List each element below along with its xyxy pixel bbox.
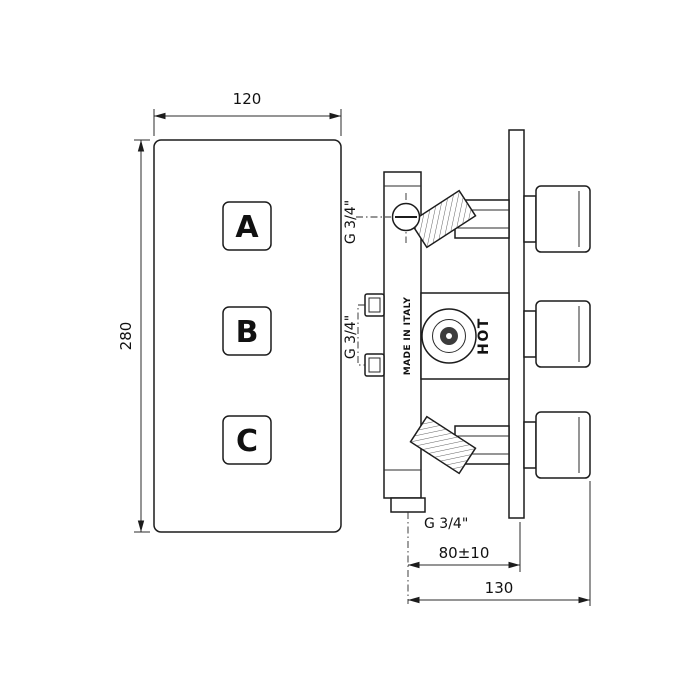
height-dim-label: 280 bbox=[117, 322, 135, 351]
overall-depth-dim-label: 130 bbox=[485, 579, 514, 597]
thread-label-middle: G 3/4" bbox=[343, 315, 359, 359]
dimension-depth-adjust: 80±10 bbox=[407, 512, 521, 604]
made-in-italy-label: MADE IN ITALY bbox=[403, 297, 413, 376]
button-c bbox=[222, 415, 272, 465]
button-b-label: B bbox=[236, 315, 259, 350]
adjustment-screw bbox=[391, 193, 421, 243]
width-dim-label: 120 bbox=[233, 90, 262, 108]
button-c-label: C bbox=[236, 424, 258, 459]
thread-label-top: G 3/4" bbox=[343, 200, 359, 244]
knob-bottom bbox=[523, 411, 591, 479]
thread-label-bottom: G 3/4" bbox=[424, 516, 468, 532]
thermostat-block bbox=[420, 292, 510, 380]
top-union-fitting bbox=[409, 189, 477, 249]
dimension-height: 280 bbox=[117, 139, 150, 533]
inlet-fitting-upper bbox=[364, 293, 385, 317]
dimension-overall-depth: 130 bbox=[408, 481, 591, 606]
knob-top bbox=[523, 185, 591, 253]
hot-label: HOT bbox=[476, 317, 492, 355]
dimension-width: 120 bbox=[153, 90, 342, 136]
wall-plate bbox=[508, 129, 525, 519]
knob-middle bbox=[523, 300, 591, 368]
inlet-fitting-lower bbox=[364, 353, 385, 377]
bottom-union-fitting bbox=[409, 415, 477, 475]
front-view: A B C bbox=[153, 139, 342, 533]
button-a-label: A bbox=[235, 210, 259, 245]
button-b bbox=[222, 306, 272, 356]
depth-adjust-dim-label: 80±10 bbox=[439, 544, 490, 562]
button-a bbox=[222, 201, 272, 251]
side-view: MADE IN ITALY HOT G 3/4" G 3/4" G 3/4" bbox=[343, 129, 591, 532]
bottom-outlet bbox=[390, 497, 426, 513]
inlet-leader-line bbox=[357, 304, 365, 366]
